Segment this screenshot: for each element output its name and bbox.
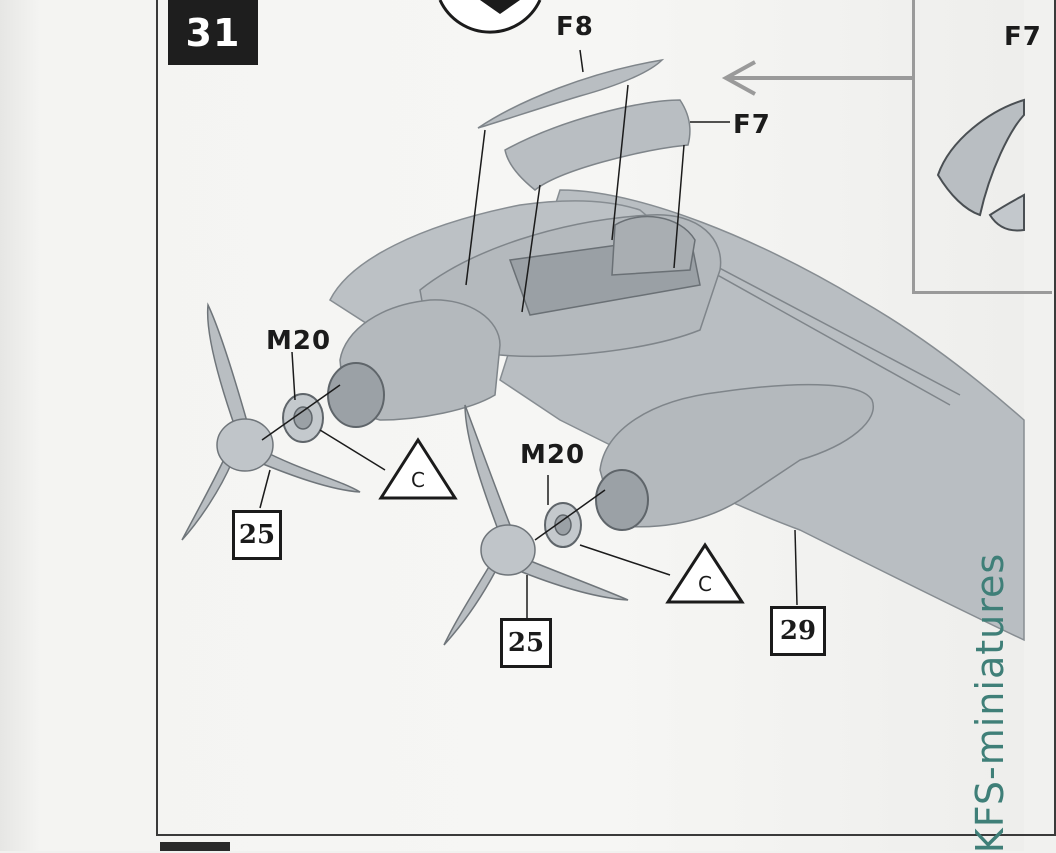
callout-f8: F8 [556,12,594,42]
step-frame [156,0,1056,836]
previous-step-arrowhead [480,0,520,14]
paint-ref-wing: 29 [770,606,826,656]
watermark: KFS-miniatures [962,552,1018,852]
propeller-right [443,404,629,646]
assembly-lines [259,49,798,618]
engine-nacelle-right [599,383,874,528]
color-triangle-left [378,437,458,500]
step-number-badge: 31 [168,0,258,65]
canopy-part-f8 [477,58,665,129]
inset-callout-partial: F7 [1004,22,1042,52]
paint-ref-prop-left: 25 [232,510,282,560]
step-number: 31 [185,10,241,55]
engine-face-right [595,469,649,531]
callout-f7: F7 [733,110,771,140]
color-code-left: C [411,468,425,492]
propeller-left [181,302,361,541]
assembly-illustration [181,0,1025,646]
paint-ref-prop-right: 25 [500,618,552,668]
color-triangle-right [665,542,745,604]
engine-face-left [327,362,385,428]
previous-step-marker [438,0,542,34]
canopy-part-f7 [504,99,691,191]
inset-arrow [721,60,915,96]
detail-inset [912,0,1052,294]
inset-canopy-detail [936,98,1025,232]
callout-m20-right: M20 [520,440,586,470]
callout-m20-left: M20 [266,326,332,356]
watermark-text: KFS-miniatures [968,552,1012,853]
color-code-right: C [698,572,712,596]
next-step-edge [160,842,230,851]
